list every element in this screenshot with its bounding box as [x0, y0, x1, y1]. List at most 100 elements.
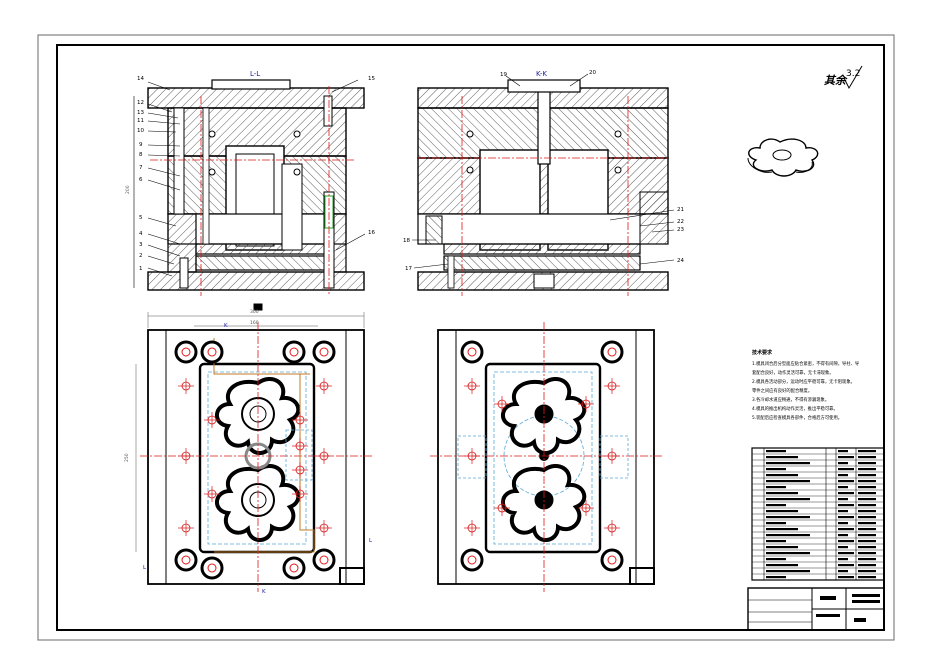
bom-cell-text [858, 576, 876, 579]
plan-view-left [135, 303, 372, 592]
sprue-bushing-cap [211, 79, 291, 90]
bom-cell-text [766, 534, 810, 537]
bolt-holes-group [174, 340, 624, 580]
support-r [417, 213, 669, 245]
screw-right-top [323, 95, 333, 127]
bom-cell-text [766, 456, 798, 459]
parts-list-table [751, 447, 885, 581]
leader-lines-right [412, 73, 675, 269]
bom-cell-text [838, 498, 848, 501]
locating-ring [507, 79, 581, 93]
bom-cell-text [858, 456, 876, 459]
cross-mark [178, 520, 194, 536]
dim-label: 300 [250, 309, 259, 315]
spring-left [425, 215, 443, 245]
datum-top-l [253, 303, 263, 311]
bom-cell-text [858, 516, 876, 519]
technical-notes: 技术要求 1.模具闭合后分型面应贴合紧密，不得有间隙，导柱、导 套配合良好，动作… [752, 349, 860, 421]
roughness-value: 3.2 [846, 69, 860, 79]
notes-line-4: 零件之间应有良好的配合精度。 [752, 387, 812, 394]
cross-mark [292, 462, 308, 478]
plan-r-steps [629, 567, 655, 585]
part-label: 10 [137, 128, 144, 134]
part-label: 14 [137, 76, 144, 82]
bom-cell-text [838, 510, 848, 513]
flower-cavity-top-l [215, 377, 301, 455]
tb-fill-2 [852, 594, 880, 597]
bom-cell-text [858, 492, 876, 495]
cross-mark [464, 520, 480, 536]
bolt-hole [174, 548, 198, 572]
water-hole-r3 [614, 130, 622, 138]
cross-mark [464, 448, 480, 464]
bolt-hole [174, 340, 198, 364]
bom-cell-text [858, 468, 876, 471]
bolt-hole-center [181, 347, 191, 357]
bolt-hole [282, 556, 306, 580]
sprue-r [537, 83, 551, 165]
part-label: 4 [139, 231, 143, 237]
bom-cell-text [766, 474, 798, 477]
bom-cell-text [838, 558, 848, 561]
part-label: 18 [403, 238, 410, 244]
cross-mark [204, 486, 220, 502]
cross-mark [316, 448, 332, 464]
notes-line-7: 5.装配后应检查模具各部件，合格后方可使用。 [752, 414, 842, 421]
cross-mark [464, 378, 480, 394]
part-label: 22 [677, 219, 684, 225]
tb-fill-4 [854, 618, 866, 622]
dim-label: 160 [250, 320, 259, 326]
part-label: 19 [500, 72, 507, 78]
bom-cell-text [838, 456, 854, 459]
part-label: 3 [139, 242, 143, 248]
bom-cell-text [858, 450, 876, 453]
notes-line-2: 套配合良好，动作灵活可靠，无卡滞现象。 [752, 369, 834, 376]
bom-cell-text [766, 492, 798, 495]
bom-cell-text [838, 504, 854, 507]
bolt-hole-center [207, 347, 217, 357]
bom-cell-text [766, 498, 810, 501]
bom-cell-text [766, 546, 798, 549]
bom-cell-text [858, 486, 876, 489]
bolt-hole [282, 340, 306, 364]
part-label: 23 [677, 227, 684, 233]
bom-cell-text [858, 534, 876, 537]
ejector-plate [195, 243, 331, 255]
cross-mark [178, 448, 194, 464]
bom-cell-text [858, 570, 876, 573]
bom-cell-text [858, 564, 876, 567]
bom-cell-text [838, 534, 848, 537]
bom-cell-text [838, 576, 854, 579]
plan-l-steps [339, 567, 365, 585]
bolt-hole [312, 548, 336, 572]
bom-cell-text [838, 474, 848, 477]
bom-cell-text [858, 510, 876, 513]
cross-mark [292, 412, 308, 428]
cross-mark [578, 500, 594, 516]
part-label: 24 [677, 258, 684, 264]
bom-cell-text [766, 450, 786, 453]
bom-cell-text [858, 504, 876, 507]
section-view-l-l [147, 79, 365, 296]
hidden-box-l [285, 429, 313, 481]
tb-fill-1 [820, 596, 836, 600]
bom-cell-text [858, 522, 876, 525]
part-label: 6 [139, 177, 143, 183]
bom-cell-text [766, 528, 798, 531]
bolt-hole-center [289, 563, 299, 573]
part-label: 2 [139, 253, 143, 259]
pin-r-1 [447, 255, 455, 289]
bolt-hole [200, 556, 224, 580]
part-label: 9 [139, 142, 143, 148]
bolt-hole-center [467, 347, 477, 357]
bom-cell-text [838, 552, 854, 555]
core-right [281, 163, 303, 251]
bom-cell-text [838, 546, 848, 549]
bom-cell-text [766, 564, 798, 567]
water-hole-4 [208, 168, 216, 176]
bom-cell-text [838, 468, 854, 471]
section-line-l [213, 338, 315, 553]
cavity-insert-r-inner [493, 371, 593, 545]
bolt-hole-center [607, 555, 617, 565]
